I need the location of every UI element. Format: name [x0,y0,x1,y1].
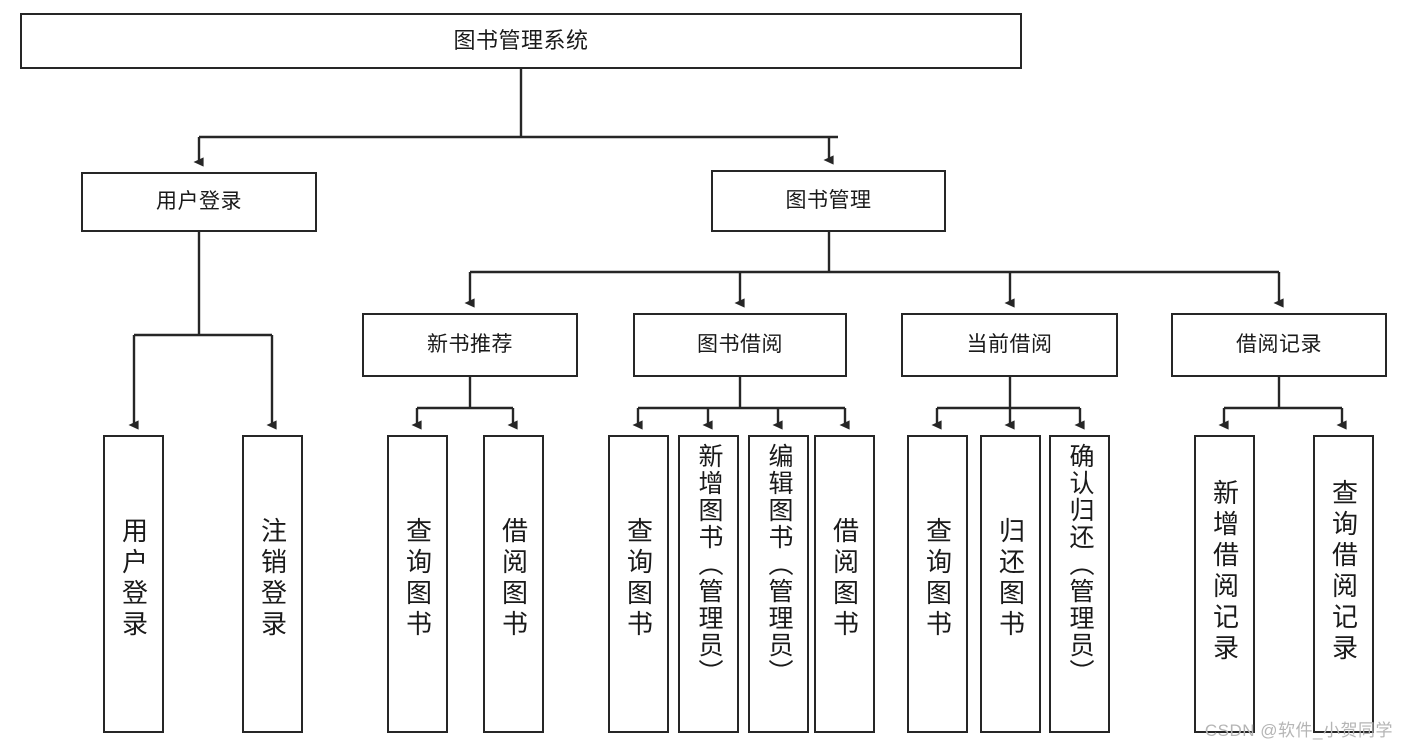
leaf-query-book-3[interactable]: 查询图书 [907,435,968,733]
node-root[interactable]: 图书管理系统 [20,13,1022,69]
node-new-book-recommend[interactable]: 新书推荐 [362,313,578,377]
node-book-borrow[interactable]: 图书借阅 [633,313,847,377]
leaf-query-record-label: 查询借阅记录 [1328,479,1359,665]
node-user-login[interactable]: 用户登录 [81,172,317,232]
leaf-confirm-return-label: 确认归还（管理员） [1066,443,1094,686]
leaf-return-book[interactable]: 归还图书 [980,435,1041,733]
leaf-add-book[interactable]: 新增图书（管理员） [678,435,739,733]
node-user-login-label: 用户登录 [156,190,242,214]
leaf-query-book-2-label: 查询图书 [623,517,654,641]
leaf-borrow-book-1[interactable]: 借阅图书 [483,435,544,733]
leaf-user-logout[interactable]: 注销登录 [242,435,303,733]
node-borrow-record-label: 借阅记录 [1236,333,1322,357]
leaf-add-record[interactable]: 新增借阅记录 [1194,435,1255,733]
leaf-query-book-1[interactable]: 查询图书 [387,435,448,733]
watermark: CSDN @软件_小贺同学 [1204,721,1393,740]
leaf-add-book-label: 新增图书（管理员） [695,443,723,686]
node-current-borrow-label: 当前借阅 [966,333,1053,357]
leaf-query-book-3-label: 查询图书 [922,517,953,641]
leaf-confirm-return[interactable]: 确认归还（管理员） [1049,435,1110,733]
leaf-edit-book[interactable]: 编辑图书（管理员） [748,435,809,733]
leaf-add-record-label: 新增借阅记录 [1209,479,1240,665]
leaf-user-login-label: 用户登录 [118,517,149,641]
node-book-manage[interactable]: 图书管理 [711,170,946,232]
leaf-query-record[interactable]: 查询借阅记录 [1313,435,1374,733]
leaf-borrow-book-2-label: 借阅图书 [829,517,860,641]
leaf-user-login[interactable]: 用户登录 [103,435,164,733]
leaf-borrow-book-2[interactable]: 借阅图书 [814,435,875,733]
leaf-return-book-label: 归还图书 [995,517,1026,641]
node-book-manage-label: 图书管理 [785,189,872,213]
node-borrow-record[interactable]: 借阅记录 [1171,313,1387,377]
node-new-book-recommend-label: 新书推荐 [427,333,513,357]
node-book-borrow-label: 图书借阅 [697,333,783,357]
leaf-borrow-book-1-label: 借阅图书 [498,517,529,641]
leaf-edit-book-label: 编辑图书（管理员） [765,443,793,686]
node-root-label: 图书管理系统 [453,27,589,53]
leaf-user-logout-label: 注销登录 [257,517,288,641]
node-current-borrow[interactable]: 当前借阅 [901,313,1118,377]
leaf-query-book-1-label: 查询图书 [402,517,433,641]
leaf-query-book-2[interactable]: 查询图书 [608,435,669,733]
